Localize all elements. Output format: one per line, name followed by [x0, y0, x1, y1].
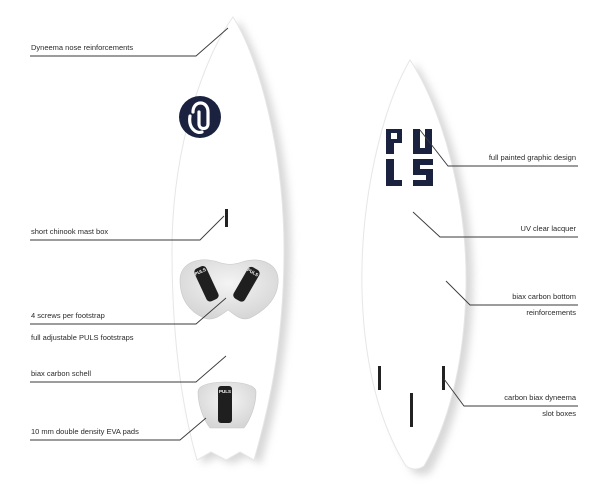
leader-mast	[30, 215, 225, 241]
brand-logo-icon	[179, 96, 221, 138]
label-fin-boxes-1: carbon biax dyneema	[504, 393, 576, 402]
label-nose-reinforcements: Dyneema nose reinforcements	[31, 43, 134, 52]
label-carbon-shell: biax carbon schell	[31, 369, 92, 378]
label-fin-boxes-2: slot boxes	[542, 409, 576, 418]
svg-text:PULS: PULS	[219, 389, 231, 394]
label-screws: 4 screws per footstrap	[31, 311, 105, 320]
fin-box-right	[442, 366, 445, 390]
leader-lines	[30, 27, 578, 441]
footstrap-left: PULS	[194, 266, 219, 302]
leader-fins	[443, 378, 578, 407]
label-mast-box: short chinook mast box	[31, 227, 109, 236]
label-bottom-reinforcement-1: biax carbon bottom	[512, 292, 576, 301]
fin-box-center	[410, 393, 413, 427]
svg-text:PULS: PULS	[246, 267, 259, 277]
leader-bottom	[445, 280, 578, 306]
fin-box-left	[378, 366, 381, 390]
leader-lacquer	[412, 211, 578, 238]
label-graphic-design: full painted graphic design	[488, 153, 576, 162]
leader-graphic	[419, 129, 578, 167]
leader-nose	[30, 27, 229, 57]
mast-box	[225, 209, 228, 227]
footstrap-rear: PULS	[218, 386, 232, 423]
label-footstraps: full adjustable PULS footstraps	[31, 333, 134, 342]
board-top-view: PULS PULS PULS	[171, 16, 291, 464]
label-bottom-reinforcement-2: reinforcements	[526, 308, 576, 317]
label-uv-lacquer: UV clear lacquer	[520, 224, 576, 233]
board-bottom-view	[361, 59, 474, 475]
label-eva-pads: 10 mm double density EVA pads	[31, 427, 139, 436]
leader-shell	[30, 355, 227, 383]
leader-screws	[30, 297, 227, 325]
leader-pads	[30, 417, 207, 441]
footstrap-right: PULS	[233, 266, 260, 302]
svg-text:PULS: PULS	[194, 267, 207, 277]
